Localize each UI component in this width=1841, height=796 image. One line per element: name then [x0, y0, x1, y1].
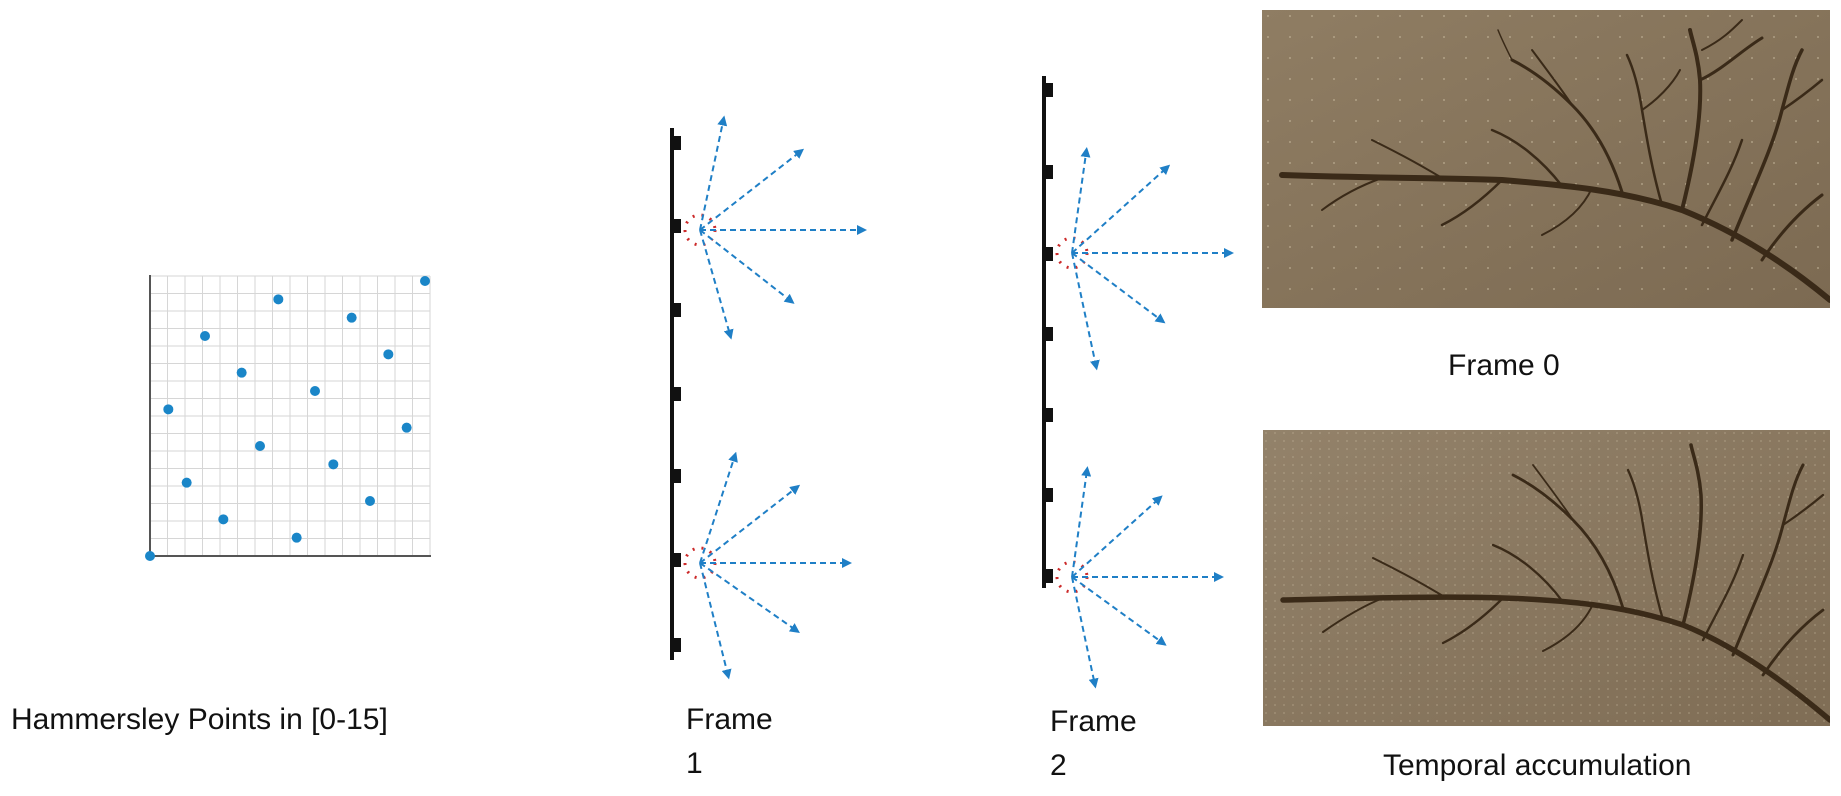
hammersley-point: [273, 294, 284, 305]
hammersley-point: [236, 367, 247, 378]
ray-arrow: [1071, 164, 1171, 254]
hammersley-point: [145, 551, 155, 561]
tree-branches: [1280, 443, 1830, 723]
temporal-accumulation-image: [1263, 430, 1830, 726]
hammersley-grid: [150, 275, 431, 556]
surface-marker: [1045, 83, 1053, 97]
hammersley-point: [420, 276, 430, 286]
ray-arrow: [699, 562, 800, 633]
ray-arrow: [1071, 495, 1163, 578]
ray-fan: [683, 115, 867, 340]
frame1-caption: Frame 1: [686, 698, 773, 786]
frame2-caption-line1: Frame: [1050, 705, 1137, 738]
hammersley-point: [200, 331, 210, 341]
hammersley-point: [310, 386, 320, 396]
ray-arrow: [1071, 147, 1091, 254]
ray-arrow: [1071, 466, 1092, 578]
surface-marker: [673, 553, 681, 567]
hammersley-caption: Hammersley Points in [0-15]: [11, 703, 388, 736]
surface-marker: [1045, 327, 1053, 341]
ray-arrow: [1071, 576, 1167, 646]
surface-marker: [673, 219, 681, 233]
frame1-caption-line1: Frame: [686, 703, 773, 736]
ray-arrow: [1071, 252, 1100, 371]
surface-marker: [1045, 165, 1053, 179]
ray-arrow: [699, 115, 728, 231]
ray-fan: [1055, 466, 1224, 689]
surface-marker: [1045, 408, 1053, 422]
surface-marker: [673, 469, 681, 483]
hammersley-point: [291, 532, 302, 543]
ray-arrow: [1071, 252, 1166, 324]
frame2-caption-line2: 2: [1050, 749, 1067, 782]
hammersley-point: [346, 312, 357, 323]
ray-arrow: [699, 229, 734, 340]
ray-fan: [1055, 147, 1234, 371]
ray-arrow: [699, 484, 801, 564]
surface-marker: [1045, 488, 1053, 502]
frame2-caption: Frame 2: [1050, 700, 1137, 788]
hammersley-point: [365, 496, 375, 506]
hammersley-point: [383, 349, 394, 360]
hammersley-point: [218, 514, 229, 525]
ray-arrow: [699, 148, 805, 231]
hammersley-point: [328, 459, 339, 470]
surface-marker: [1045, 569, 1053, 583]
ray-arrow: [1071, 576, 1099, 689]
tree-branches: [1279, 19, 1830, 303]
hammersley-point: [163, 404, 174, 415]
surface-marker: [673, 136, 681, 150]
temporal-accumulation-caption: Temporal accumulation: [1383, 749, 1692, 782]
ray-fan: [683, 451, 852, 680]
hammersley-point: [401, 422, 412, 433]
surface-marker: [673, 638, 681, 652]
surface-marker: [1045, 247, 1053, 261]
frame1-caption-line2: 1: [686, 747, 703, 780]
hammersley-point: [255, 441, 265, 451]
frame0-caption: Frame 0: [1448, 349, 1560, 382]
hammersley-points: [145, 276, 430, 561]
surface-marker: [673, 387, 681, 401]
surface-marker: [673, 303, 681, 317]
frame0-image: [1262, 10, 1830, 308]
ray-arrow: [699, 451, 738, 564]
hammersley-point: [181, 477, 192, 488]
